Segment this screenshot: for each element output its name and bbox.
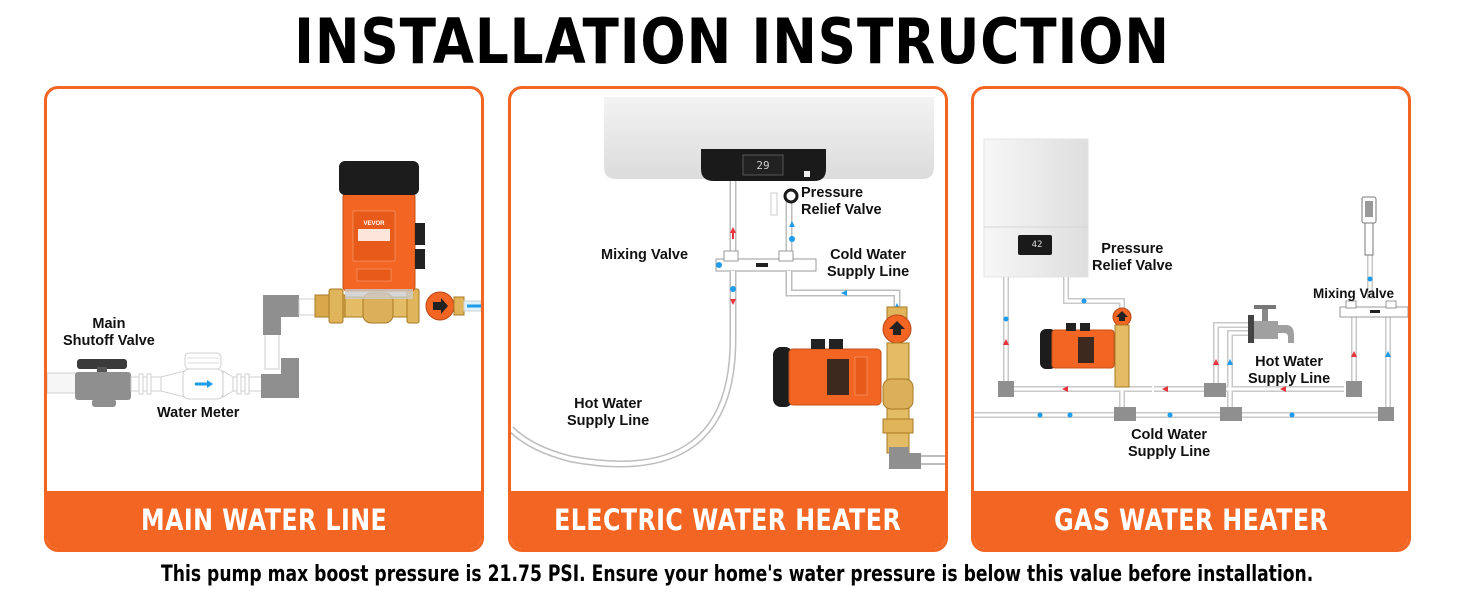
panel-caption: GAS WATER HEATER [1053,503,1329,537]
gas-water-heater-diagram: 42 [974,138,1408,421]
label-pressure-relief-valve: Pressure Relief Valve [801,185,882,218]
label-hot-water-supply-line: Hot Water Supply Line [567,396,650,429]
pressure-note: This pump max boost pressure is 21.75 PS… [161,562,1314,587]
label-cold-water-supply-line: Cold Water Supply Line [827,247,910,280]
mixing-valve-icon [715,250,817,272]
pump-icon [773,306,945,469]
label-water-meter: Water Meter [157,405,240,421]
pipe-fittings [998,381,1394,421]
label-mixing-valve: Mixing Valve [601,247,689,263]
panel-gas-water-heater: 42 [971,86,1411,552]
water-meter-icon [182,352,224,400]
label-pressure-relief-valve: Pressure Relief Valve [1092,241,1173,274]
svg-text:29: 29 [756,159,769,172]
panel-caption: MAIN WATER LINE [140,503,388,537]
page-title: INSTALLATION INSTRUCTION [294,5,1170,78]
label-cold-water-supply-line: Cold Water Supply Line [1128,427,1211,460]
main-water-line-diagram: VEVOR [47,161,481,407]
svg-text:VEVOR: VEVOR [363,221,385,227]
shutoff-valve-icon [75,359,131,407]
electric-water-heater-icon: 29 [604,97,934,181]
svg-text:42: 42 [1032,240,1043,250]
shower-head-icon [1361,196,1377,256]
panel-caption: ELECTRIC WATER HEATER [554,503,902,537]
caption-band: GAS WATER HEATER [974,491,1408,549]
panel-main-water-line: VEVOR Main Shutoff Valve Water Meter MAI… [44,86,484,552]
caption-band: ELECTRIC WATER HEATER [511,491,945,549]
label-hot-water-supply-line: Hot Water Supply Line [1248,354,1331,387]
gas-water-heater-icon: 42 [983,138,1089,278]
caption-band: MAIN WATER LINE [47,491,481,549]
pump-icon: VEVOR [314,161,481,324]
flow-indicators [1003,276,1391,418]
mixing-valve-icon [1339,300,1408,318]
electric-water-heater-diagram: 29 [511,97,945,469]
label-mixing-valve: Mixing Valve [1313,286,1395,301]
faucet-icon [1248,305,1294,343]
panel-electric-water-heater: 29 [508,86,948,552]
label-main-shutoff-valve: Main Shutoff Valve [63,316,155,349]
pump-icon [1040,307,1132,388]
